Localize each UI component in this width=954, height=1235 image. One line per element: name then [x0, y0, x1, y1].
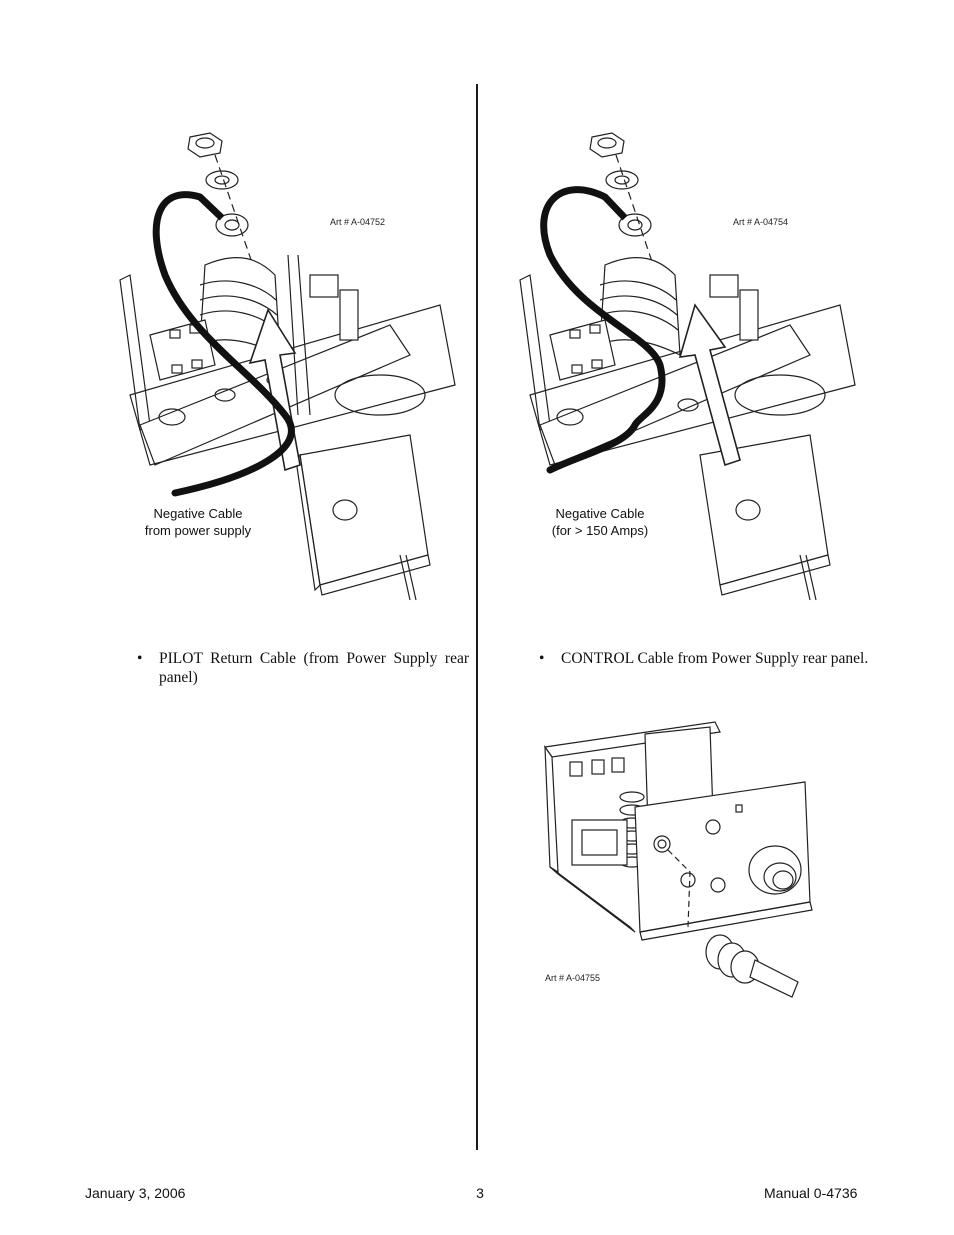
bullet-text: CONTROL Cable from Power Supply rear pan…	[561, 650, 869, 667]
caption-line: Negative Cable	[153, 506, 243, 521]
figure-caption-right: Negative Cable (for > 150 Amps)	[530, 505, 670, 539]
bullet-symbol: •	[539, 650, 545, 667]
bullet-text: PILOT Return Cable (from Power Supply re…	[159, 650, 469, 686]
column-divider	[476, 84, 478, 1150]
art-number-control: Art # A-04755	[545, 973, 601, 983]
caption-line: from power supply	[144, 523, 252, 538]
figure-control-cable	[543, 721, 813, 998]
figure-negative-cable-left	[119, 132, 456, 601]
caption-line: (for > 150 Amps)	[551, 523, 649, 538]
bullet-pilot-return: • PILOT Return Cable (from Power Supply …	[137, 649, 469, 689]
bullet-symbol: •	[137, 650, 143, 667]
figure-caption-left: Negative Cable from power supply	[128, 505, 268, 539]
page-number: 3	[476, 1185, 484, 1201]
footer-manual: Manual 0-4736	[764, 1185, 858, 1201]
footer-date: January 3, 2006	[85, 1185, 186, 1201]
bullet-control-cable: • CONTROL Cable from Power Supply rear p…	[539, 649, 871, 689]
art-number-right: Art # A-04754	[733, 217, 789, 227]
figure-negative-cable-right	[519, 132, 856, 601]
caption-line: Negative Cable	[555, 506, 645, 521]
art-number-left: Art # A-04752	[330, 217, 386, 227]
